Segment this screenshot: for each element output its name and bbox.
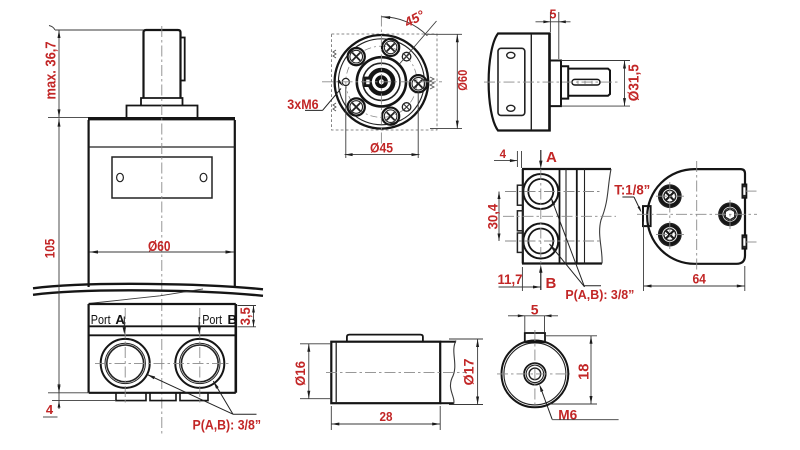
svg-text:Port: Port xyxy=(91,313,111,327)
svg-text:4: 4 xyxy=(500,149,507,161)
svg-text:3,5: 3,5 xyxy=(237,307,253,325)
svg-text:4: 4 xyxy=(46,402,54,417)
svg-text:P(A,B): 3/8”: P(A,B): 3/8” xyxy=(565,287,634,302)
svg-text:Port: Port xyxy=(202,313,222,327)
svg-text:Ø17: Ø17 xyxy=(461,358,477,385)
svg-text:Ø16: Ø16 xyxy=(293,361,308,386)
svg-text:5: 5 xyxy=(550,8,557,22)
svg-text:18: 18 xyxy=(575,364,592,380)
svg-text:11,7: 11,7 xyxy=(498,272,523,287)
svg-text:5: 5 xyxy=(531,302,539,318)
svg-text:P(A,B): 3/8”: P(A,B): 3/8” xyxy=(193,417,262,433)
svg-text:Ø45: Ø45 xyxy=(370,140,393,155)
svg-text:64: 64 xyxy=(692,271,706,286)
svg-text:max. 36,7: max. 36,7 xyxy=(43,42,59,100)
svg-text:A: A xyxy=(546,149,557,166)
svg-text:Ø60: Ø60 xyxy=(148,238,171,255)
svg-text:T:1/8”: T:1/8” xyxy=(614,182,650,198)
svg-text:B: B xyxy=(228,312,237,327)
svg-text:B: B xyxy=(546,275,557,292)
svg-text:Ø31,5: Ø31,5 xyxy=(626,64,642,101)
svg-text:105: 105 xyxy=(42,239,58,259)
svg-text:M6: M6 xyxy=(558,408,577,423)
svg-text:28: 28 xyxy=(380,409,393,424)
svg-text:Ø60: Ø60 xyxy=(455,70,470,91)
svg-text:30,4: 30,4 xyxy=(485,203,500,229)
svg-text:A: A xyxy=(115,312,125,327)
svg-text:3xM6: 3xM6 xyxy=(287,96,318,112)
